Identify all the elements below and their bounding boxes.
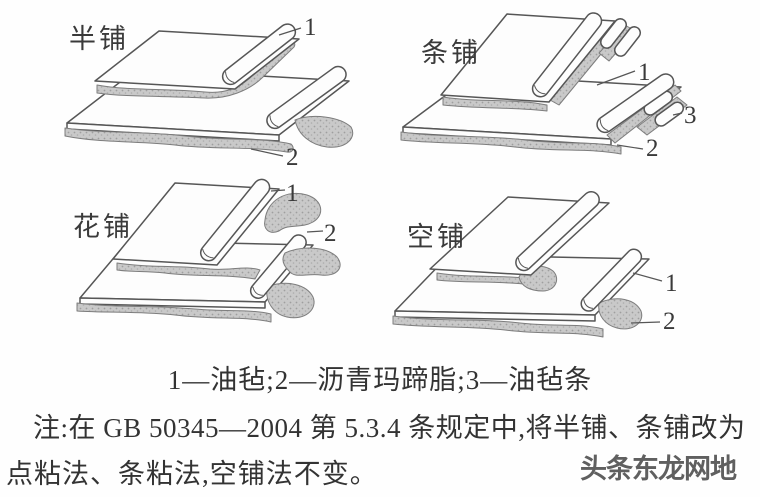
note-line-1: 注:在 GB 50345—2004 第 5.3.4 条规定中,将半铺、条铺改为: [33, 413, 746, 443]
half-laying-illustration: [64, 23, 354, 157]
loose-laying-illustration: [392, 190, 663, 338]
figure-legend: 1—油毡;2—沥青玛蹄脂;3—油毡条: [167, 365, 593, 395]
note-line-2: 点粘法、条粘法,空铺法不变。: [6, 459, 378, 489]
panel-strip-laying: 条铺 1 3 2: [385, 5, 745, 175]
strip-laying-illustration: [400, 12, 688, 155]
label-felt-1: 1: [286, 180, 299, 207]
label-mastic-2: 2: [324, 220, 337, 247]
spot-laying-illustration: [76, 178, 341, 323]
panel-title-spot-laying: 花铺: [73, 212, 133, 242]
panel-title-half-laying: 半铺: [69, 24, 129, 54]
label-felt-1: 1: [304, 14, 317, 41]
label-felt-strip-3: 3: [684, 102, 697, 129]
label-mastic-2: 2: [646, 135, 659, 162]
watermark-text: 头条东龙网地: [580, 454, 737, 484]
panel-half-laying: 半铺 1 2: [55, 5, 355, 175]
panel-spot-laying: 花铺 1 2: [55, 175, 375, 353]
label-felt-1: 1: [638, 59, 651, 86]
panel-loose-laying: 空铺 1 2: [385, 185, 745, 350]
panel-title-strip-laying: 条铺: [421, 38, 481, 68]
label-felt-1: 1: [665, 270, 678, 297]
panel-title-loose-laying: 空铺: [407, 222, 467, 252]
label-mastic-2: 2: [286, 144, 299, 171]
label-mastic-2: 2: [663, 308, 676, 335]
